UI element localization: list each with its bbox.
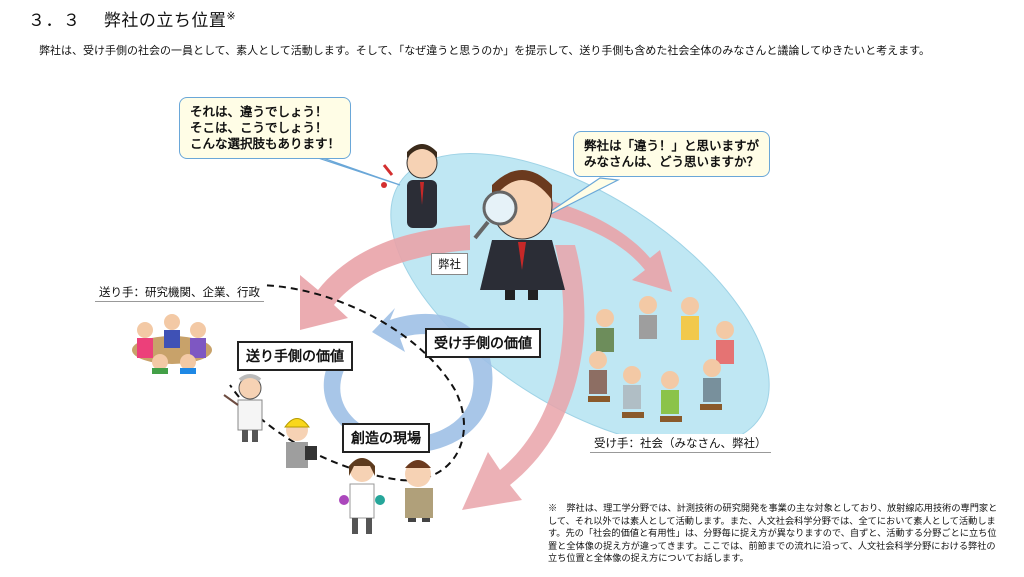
sender-meeting-icon bbox=[132, 314, 212, 374]
creation-dashed-circle bbox=[229, 284, 465, 482]
receiver-value-box: 受け手側の価値 bbox=[425, 328, 541, 358]
scientist-woman-icon bbox=[339, 458, 385, 534]
section-title: 弊社の立ち位置 bbox=[103, 11, 227, 31]
section-number: ３．３ bbox=[28, 11, 81, 31]
company-person-magnifier-icon bbox=[473, 170, 565, 300]
sender-value-box: 送り手側の価値 bbox=[237, 341, 353, 371]
worker-icon bbox=[284, 418, 317, 468]
professor-icon bbox=[223, 374, 263, 442]
company-label: 弊社 bbox=[431, 253, 468, 275]
bubble-right-pointer bbox=[534, 177, 621, 223]
bubble-right: 弊社は「違う！」と思いますが みなさんは、どう思いますか？ bbox=[573, 131, 771, 177]
section-heading: ３．３ 弊社の立ち位置※ bbox=[28, 6, 236, 31]
receiver-label: 受け手：社会（みなさん、弊社） bbox=[590, 434, 771, 453]
pink-arrow-down bbox=[462, 245, 585, 510]
sender-label: 送り手：研究機関、企業、行政 bbox=[95, 283, 264, 302]
creation-site-box: 創造の現場 bbox=[342, 423, 430, 453]
bubble-left: それは、違うでしょう！ そこは、こうでしょう！ こんな選択肢もあります！ bbox=[179, 97, 352, 159]
pink-arrow-right bbox=[540, 198, 672, 292]
company-person-small-icon bbox=[381, 144, 438, 228]
engineer-man-icon bbox=[405, 460, 433, 522]
intro-paragraph: 弊社は、受け手側の社会の一員として、素人として活動します。そして、「なぜ違うと思… bbox=[39, 44, 930, 57]
footnote-mark: ※ bbox=[226, 9, 237, 23]
pink-arrow-left bbox=[300, 225, 470, 330]
audience-group-icon bbox=[588, 296, 734, 422]
footnote: ※ 弊社は、理工学分野では、計測技術の研究開発を事業の主な対象としており、放射線… bbox=[548, 503, 998, 565]
